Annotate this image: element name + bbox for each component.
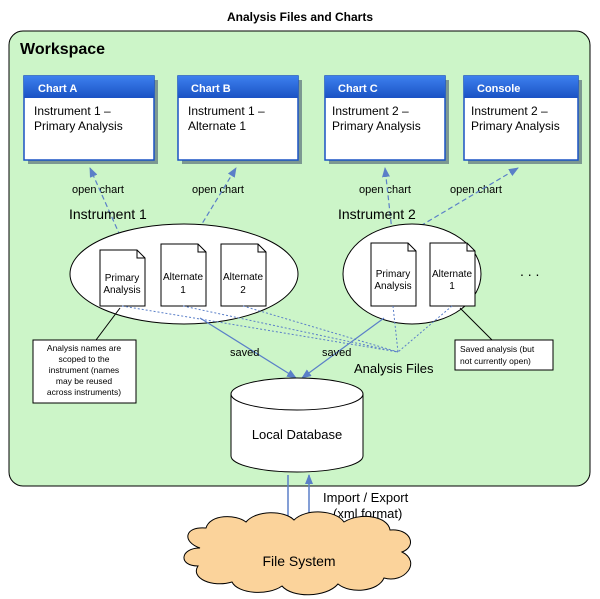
instrument-1-label: Instrument 1 <box>69 206 147 222</box>
local-database: Local Database <box>230 377 364 473</box>
file-primary-analysis-1[interactable]: Primary Analysis <box>99 249 146 307</box>
console-tab-label: Console <box>477 83 520 95</box>
console-tab <box>464 76 578 98</box>
file-label-line1: Alternate <box>432 269 472 280</box>
console-line1: Instrument 2 – <box>471 104 548 118</box>
chart-a-tab-label: Chart A <box>38 83 77 95</box>
import-export-format: (xml format) <box>333 506 402 521</box>
saved-arrow-instrument-1 <box>199 317 297 379</box>
file-label-line1: Alternate <box>223 272 263 283</box>
note-left-line: across instruments) <box>47 387 121 397</box>
console-line2: Primary Analysis <box>471 119 560 133</box>
chart-c-tab-label: Chart C <box>338 83 378 95</box>
file-primary-analysis-2[interactable]: Primary Analysis <box>370 242 417 307</box>
chart-b-tab <box>178 76 298 98</box>
note-left-line: may be reused <box>56 376 112 386</box>
file-system-label: File System <box>262 553 335 569</box>
file-label-line1: Primary <box>105 273 139 284</box>
chart-b-window[interactable]: Chart B Instrument 1 – Alternate 1 <box>177 75 302 164</box>
more-instruments-ellipsis: . . . <box>520 263 539 279</box>
saved-label-right: saved <box>322 347 351 359</box>
file-label-line1: Alternate <box>163 272 203 283</box>
file-label-line2: Analysis <box>374 281 411 292</box>
file-alternate-1-instrument-1[interactable]: Alternate 1 <box>160 243 207 307</box>
chart-b-line1: Instrument 1 – <box>188 104 265 118</box>
chart-a-window[interactable]: Chart A Instrument 1 – Primary Analysis <box>23 75 158 164</box>
open-chart-label-2: open chart <box>192 184 244 196</box>
open-chart-label-1: open chart <box>72 184 124 196</box>
database-label: Local Database <box>252 427 342 442</box>
note-right-connector <box>459 307 493 341</box>
chart-a-line1: Instrument 1 – <box>34 104 111 118</box>
file-system-cloud: File System <box>183 511 412 596</box>
file-alternate-1-instrument-2[interactable]: Alternate 1 <box>429 242 476 307</box>
console-window[interactable]: Console Instrument 2 – Primary Analysis <box>463 75 582 164</box>
note-right-box: Saved analysis (but not currently open) <box>454 339 554 371</box>
note-left-box: Analysis names are scoped to the instrum… <box>32 339 137 404</box>
saved-arrows <box>199 317 385 379</box>
note-left-connector <box>95 307 121 341</box>
import-export-label: Import / Export <box>323 490 409 505</box>
chart-b-line2: Alternate 1 <box>188 119 246 133</box>
chart-a-tab <box>24 76 154 98</box>
instrument-2-label: Instrument 2 <box>338 206 416 222</box>
file-label-line2: Analysis <box>103 285 140 296</box>
file-label-line2: 1 <box>449 281 455 292</box>
open-chart-label-4: open chart <box>450 184 502 196</box>
chart-c-window[interactable]: Chart C Instrument 2 – Primary Analysis <box>324 75 449 164</box>
diagram-title: Analysis Files and Charts <box>227 10 373 24</box>
saved-arrow-instrument-2 <box>301 317 385 379</box>
note-right-line: not currently open) <box>460 356 531 366</box>
workspace-label: Workspace <box>20 41 105 58</box>
chart-c-line1: Instrument 2 – <box>332 104 409 118</box>
chart-c-tab <box>325 76 445 98</box>
note-left-line: Analysis names are <box>47 343 121 353</box>
open-chart-label-3: open chart <box>359 184 411 196</box>
chart-c-line2: Primary Analysis <box>332 119 421 133</box>
analysis-files-label: Analysis Files <box>354 361 434 376</box>
note-left-line: instrument (names <box>49 365 119 375</box>
chart-b-tab-label: Chart B <box>191 83 231 95</box>
saved-label-left: saved <box>230 347 259 359</box>
file-label-line2: 1 <box>180 285 186 296</box>
note-left-line: scoped to the <box>58 354 109 364</box>
chart-a-line2: Primary Analysis <box>34 119 123 133</box>
file-alternate-2-instrument-1[interactable]: Alternate 2 <box>220 243 267 307</box>
open-chart-arrow-console <box>399 167 519 239</box>
analysis-files-links <box>121 305 453 353</box>
file-label-line1: Primary <box>376 269 410 280</box>
note-right-line: Saved analysis (but <box>460 344 535 354</box>
file-label-line2: 2 <box>240 285 246 296</box>
